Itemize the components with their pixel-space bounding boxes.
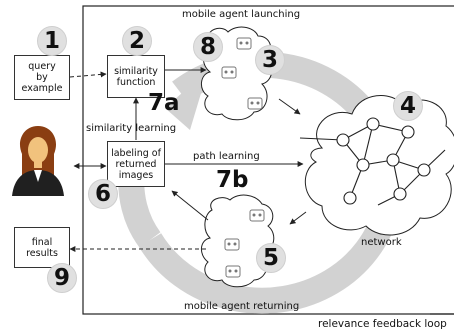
relevance-loop-arrowhead <box>165 70 208 130</box>
box-query-by-example: query by example <box>14 55 70 100</box>
step-1: 1 <box>37 26 67 56</box>
step-8: 8 <box>193 32 223 62</box>
mobile-agent-icon <box>221 37 265 278</box>
step-9: 9 <box>47 263 77 293</box>
network-node-icons <box>336 117 431 205</box>
step-2: 2 <box>122 26 152 56</box>
box-similarity-function: similarity function <box>107 55 165 98</box>
mobile-agent-eyes <box>224 41 262 273</box>
label-network: network <box>361 237 402 248</box>
arrow-launch-to-network <box>278 98 301 115</box>
network-cloud <box>304 95 454 236</box>
label-mobile-agent-returning: mobile agent returning <box>184 301 300 312</box>
system-frame <box>82 5 454 315</box>
arrow-return-to-labeling <box>171 190 209 221</box>
label-path-learning: path learning <box>193 151 260 162</box>
arrow-query-to-similarity <box>69 71 107 78</box>
box-final-results: final results <box>14 227 70 268</box>
step-4: 4 <box>393 91 423 121</box>
box-labeling-returned-images: labeling of returned images <box>107 141 165 187</box>
user-avatar-icon <box>12 126 64 196</box>
flow-arrows <box>69 67 307 252</box>
step-7b: 7b <box>216 167 249 193</box>
label-mobile-agent-launching: mobile agent launching <box>182 9 301 20</box>
arrow-network-to-return <box>289 211 307 225</box>
step-6: 6 <box>88 179 118 209</box>
label-relevance-feedback-loop: relevance feedback loop <box>318 318 447 330</box>
label-similarity-learning: similarity learning <box>86 123 177 134</box>
step-5: 5 <box>256 243 286 273</box>
step-7a: 7a <box>148 90 180 116</box>
step-3: 3 <box>255 45 285 75</box>
